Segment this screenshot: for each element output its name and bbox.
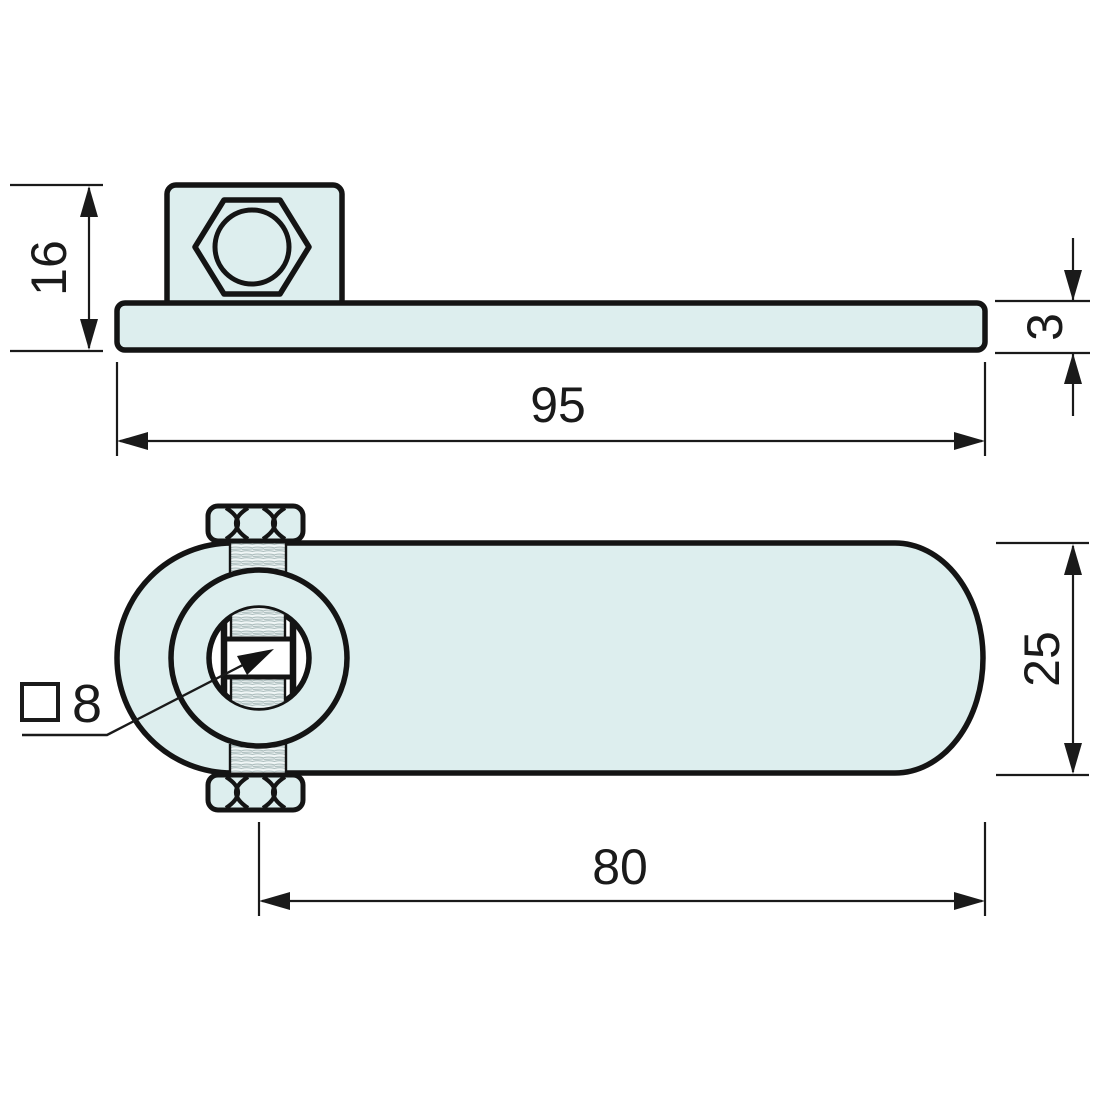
thread-section-top: [231, 608, 285, 639]
side-view: [114, 182, 988, 353]
arrowhead-up-icon: [1064, 353, 1082, 384]
dimension-value-25: 25: [1014, 631, 1070, 687]
square-hole-detail: [220, 608, 297, 708]
dimension-lever-width: 25: [996, 541, 1089, 777]
arrowhead-right-icon: [954, 432, 985, 450]
dimension-boss-height: 16: [10, 183, 103, 353]
arrowhead-right-icon: [954, 892, 985, 910]
leader-line: [22, 651, 267, 737]
hex-nut-top-icon: [205, 503, 306, 544]
dimension-value-80: 80: [592, 839, 648, 895]
hex-nut-bottom-icon: [205, 772, 306, 813]
square-hole-callout: 8: [20, 649, 274, 737]
dimension-value-8: 8: [72, 674, 102, 734]
hex-nut-face-icon: [192, 197, 312, 297]
leader-arrowhead-icon: [237, 649, 274, 675]
plan-view: 8: [20, 503, 986, 813]
arrowhead-up-icon: [80, 186, 98, 217]
nut-bore-circle: [212, 207, 292, 287]
dimension-value-95: 95: [530, 377, 586, 433]
arrowhead-down-icon: [1064, 270, 1082, 301]
arrowhead-up-icon: [1064, 544, 1082, 575]
arrowhead-left-icon: [117, 432, 148, 450]
dimension-overall-length: 95: [115, 362, 987, 456]
dimension-plate-thickness: 3: [995, 238, 1090, 416]
arrowhead-down-icon: [1064, 743, 1082, 774]
arrowhead-left-icon: [259, 892, 290, 910]
dimension-value-16: 16: [21, 240, 77, 296]
square-symbol-icon: [20, 682, 60, 722]
thread-section-bottom: [231, 678, 285, 708]
dimension-value-3: 3: [1017, 313, 1073, 341]
lever-body: [114, 540, 986, 776]
lever-plate-side: [114, 300, 988, 353]
arrowhead-down-icon: [80, 319, 98, 350]
dimension-length-to-center: 80: [257, 822, 987, 916]
